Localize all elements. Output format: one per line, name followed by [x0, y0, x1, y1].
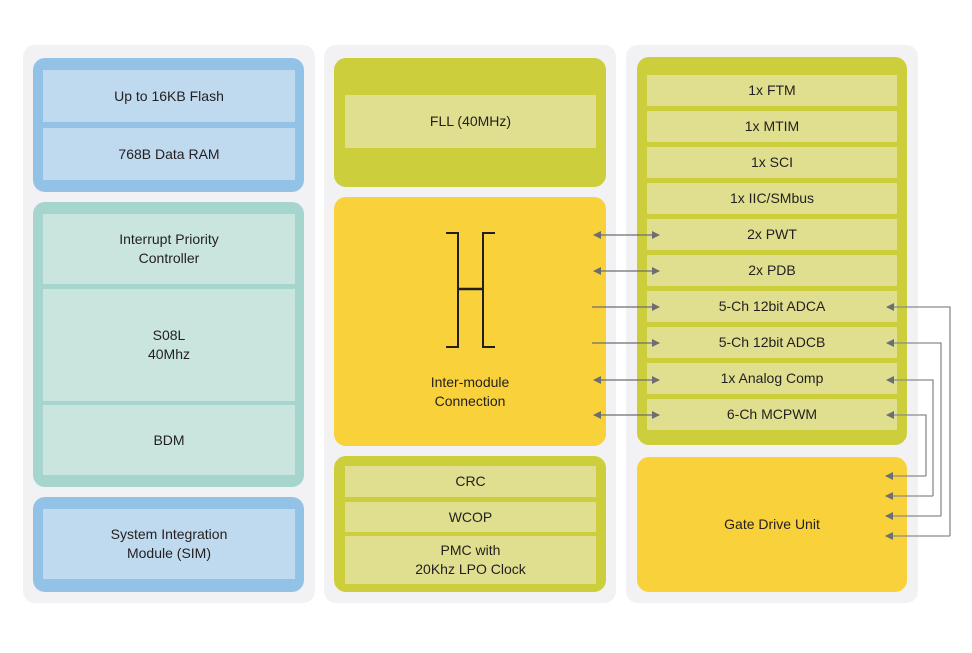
flash-block: Up to 16KB Flash: [43, 70, 295, 122]
analog-comp-block: 1x Analog Comp: [647, 363, 897, 394]
inter-module-connection-block: [334, 197, 606, 446]
iic-smbus-block: 1x IIC/SMbus: [647, 183, 897, 214]
sim-block: System Integration Module (SIM): [43, 509, 295, 579]
data-ram-block: 768B Data RAM: [43, 128, 295, 180]
fll-block: FLL (40MHz): [345, 95, 596, 148]
sci-block: 1x SCI: [647, 147, 897, 178]
pdb-block: 2x PDB: [647, 255, 897, 286]
s08l-core-block: S08L 40Mhz: [43, 289, 295, 401]
gate-drive-unit-block: Gate Drive Unit: [637, 457, 907, 592]
wcop-block: WCOP: [345, 502, 596, 532]
interrupt-priority-controller-block: Interrupt Priority Controller: [43, 214, 295, 284]
inter-module-connection-label: Inter-module Connection: [430, 374, 510, 409]
bdm-block: BDM: [43, 405, 295, 475]
crc-block: CRC: [345, 466, 596, 497]
mtim-block: 1x MTIM: [647, 111, 897, 142]
pmc-block: PMC with 20Khz LPO Clock: [345, 536, 596, 584]
pwt-block: 2x PWT: [647, 219, 897, 250]
adca-block: 5-Ch 12bit ADCA: [647, 291, 897, 322]
ftm-block: 1x FTM: [647, 75, 897, 106]
adcb-block: 5-Ch 12bit ADCB: [647, 327, 897, 358]
mcpwm-block: 6-Ch MCPWM: [647, 399, 897, 430]
